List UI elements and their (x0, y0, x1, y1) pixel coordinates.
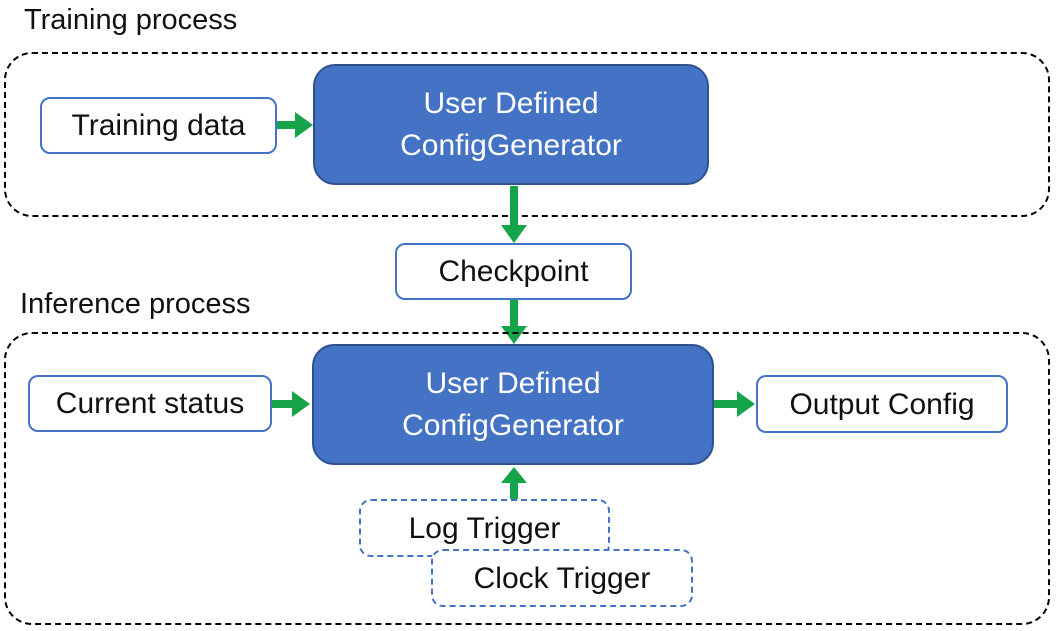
arrow-stem (277, 121, 297, 129)
training-data-box: Training data (40, 97, 277, 154)
current-status-box: Current status (28, 375, 272, 432)
config-generator-training-box: User Defined ConfigGenerator (313, 64, 709, 185)
training-process-container (4, 52, 1050, 217)
arrow-generator-to-output-config (714, 391, 755, 417)
config-generator-inference-line2: ConfigGenerator (402, 408, 624, 442)
arrow-head-up-icon (501, 467, 527, 483)
arrow-checkpoint-to-generator (500, 300, 528, 344)
arrow-generator-to-checkpoint (500, 186, 528, 243)
training-process-label: Training process (24, 4, 238, 36)
checkpoint-label: Checkpoint (438, 255, 589, 288)
config-generator-training-line1: User Defined (423, 86, 599, 120)
arrow-stem (272, 400, 294, 408)
arrow-stem (510, 186, 518, 227)
output-config-label: Output Config (789, 387, 975, 421)
clock-trigger-box: Clock Trigger (431, 549, 693, 607)
arrow-head-right-icon (737, 391, 755, 417)
inference-process-container (4, 332, 1050, 625)
arrow-log-trigger-to-generator (500, 467, 528, 499)
checkpoint-box: Checkpoint (395, 243, 632, 300)
log-trigger-label: Log Trigger (408, 511, 561, 545)
arrow-head-right-icon (292, 391, 310, 417)
config-generator-inference-line1: User Defined (425, 366, 601, 400)
arrow-stem (510, 481, 518, 499)
config-generator-inference-box: User Defined ConfigGenerator (312, 344, 714, 465)
inference-process-label: Inference process (20, 288, 251, 320)
arrow-head-right-icon (295, 112, 313, 138)
arrow-head-down-icon (501, 326, 527, 344)
output-config-box: Output Config (756, 375, 1008, 433)
arrow-current-status-to-generator (272, 391, 310, 417)
clock-trigger-label: Clock Trigger (473, 561, 651, 595)
training-data-label: Training data (71, 109, 246, 142)
arrow-head-down-icon (501, 225, 527, 243)
config-generator-training-line2: ConfigGenerator (400, 128, 622, 162)
arrow-stem (510, 300, 518, 328)
current-status-label: Current status (55, 387, 245, 420)
arrow-stem (714, 400, 739, 408)
arrow-training-data-to-generator (277, 112, 313, 138)
